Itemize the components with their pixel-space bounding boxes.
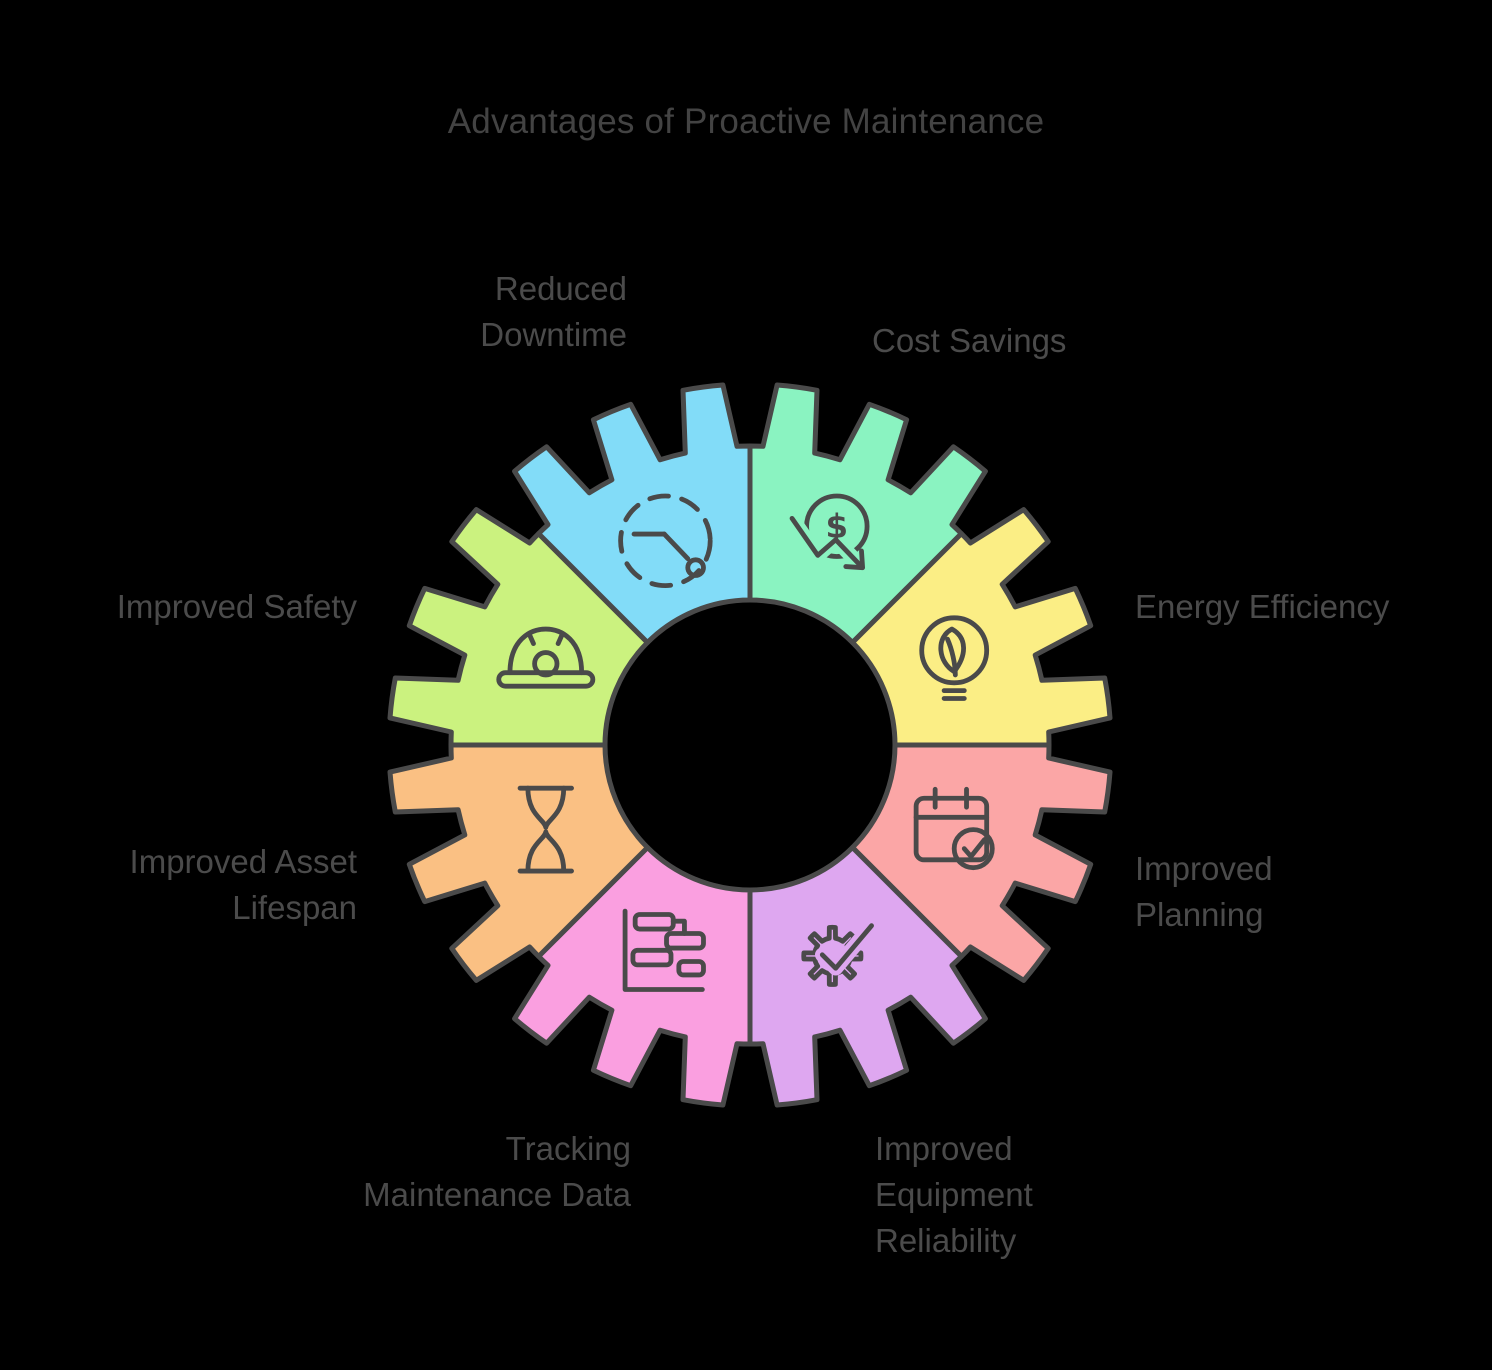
svg-text:$: $ <box>826 507 849 545</box>
calendar-check-icon <box>913 786 995 871</box>
label-tracking-maintenance-data: Tracking Maintenance Data <box>363 1130 631 1213</box>
diagram-title: Advantages of Proactive Maintenance <box>447 102 1045 141</box>
gear-check-icon <box>801 918 879 987</box>
segment-tracking-maintenance-data <box>512 845 753 1108</box>
label-improved-planning: Improved Planning <box>1135 850 1273 933</box>
hard-hat-icon <box>496 626 596 689</box>
hourglass-icon <box>517 785 574 874</box>
segment-cost-savings <box>747 382 988 645</box>
clock-dashed-icon <box>618 493 713 589</box>
dollar-decrease-icon: $ <box>784 493 870 574</box>
label-reduced-downtime: Reduced Downtime <box>480 270 627 353</box>
segment-improved-asset-lifespan <box>387 742 650 983</box>
label-improved-equipment-reliability: Improved Equipment Reliability <box>875 1130 1033 1259</box>
gantt-chart-icon <box>622 908 706 992</box>
label-improved-asset-lifespan: Improved Asset Lifespan <box>129 843 357 926</box>
segment-improved-equipment-reliability <box>747 845 988 1108</box>
label-improved-safety: Improved Safety <box>116 588 357 625</box>
leaf-lightbulb-icon <box>919 615 990 701</box>
label-cost-savings: Cost Savings <box>872 322 1067 359</box>
segment-energy-efficiency <box>850 507 1113 748</box>
label-energy-efficiency: Energy Efficiency <box>1135 588 1390 625</box>
